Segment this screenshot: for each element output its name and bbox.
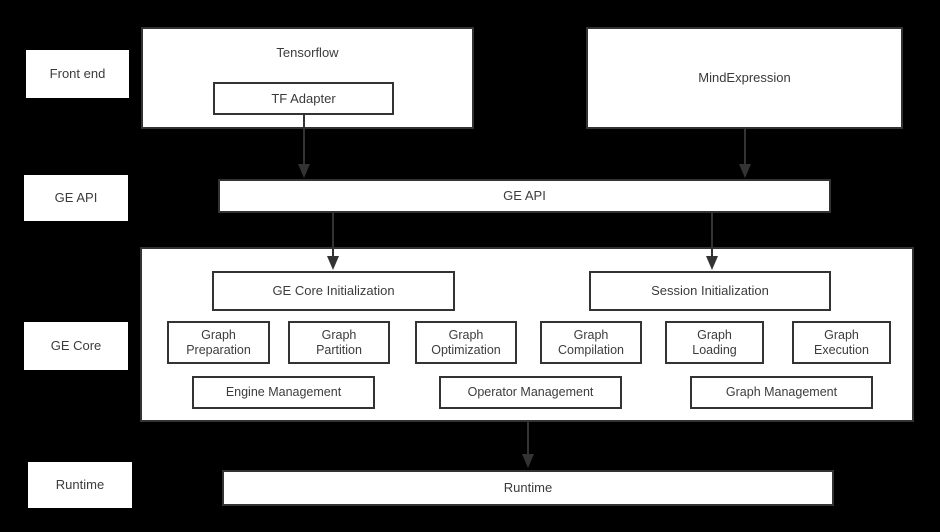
graph-partition-box[interactable]: Graph Partition (288, 321, 390, 364)
graph-partition-line2: Partition (316, 342, 362, 357)
graph-preparation-line2: Preparation (186, 342, 251, 357)
ge-core-container: GE Core Initialization Session Initializ… (140, 247, 914, 422)
runtime-bar[interactable]: Runtime (222, 470, 834, 506)
stage-label-ge-core: GE Core (24, 322, 128, 370)
graph-compilation-line1: Graph (573, 327, 609, 342)
graph-management-box[interactable]: Graph Management (690, 376, 873, 409)
graph-execution-line1: Graph (824, 327, 859, 342)
session-initialization-box[interactable]: Session Initialization (589, 271, 831, 311)
graph-execution-line2: Execution (814, 342, 869, 357)
graph-compilation-line2: Compilation (557, 342, 624, 357)
engine-management-box[interactable]: Engine Management (192, 376, 375, 409)
arrow-ge-core-to-runtime (522, 422, 534, 468)
graph-preparation-box[interactable]: Graph Preparation (167, 321, 270, 364)
arrow-ge-api-to-session-initialization (706, 212, 718, 270)
tensorflow-title: Tensorflow (276, 45, 339, 60)
tf-adapter-box[interactable]: TF Adapter (213, 82, 394, 115)
stage-label-runtime: Runtime (28, 462, 132, 508)
graph-optimization-box[interactable]: Graph Optimization (415, 321, 517, 364)
arrow-ge-api-to-ge-core-initialization (327, 212, 339, 270)
stage-label-ge-api: GE API (24, 175, 128, 221)
stage-label-front-end: Front end (26, 50, 129, 98)
graph-preparation-line1: Graph (201, 327, 236, 342)
graph-execution-box[interactable]: Graph Execution (792, 321, 891, 364)
ge-api-bar[interactable]: GE API (218, 179, 831, 213)
arrow-tf-adapter-to-ge-api (298, 114, 310, 178)
graph-optimization-line1: Graph (448, 327, 484, 342)
graph-loading-box[interactable]: Graph Loading (665, 321, 764, 364)
graph-optimization-line2: Optimization (431, 342, 501, 357)
graph-loading-line2: Loading (692, 342, 737, 357)
mindexpression-container[interactable]: MindExpression (586, 27, 903, 129)
operator-management-box[interactable]: Operator Management (439, 376, 622, 409)
graph-compilation-box[interactable]: Graph Compilation (540, 321, 642, 364)
arrow-mindexpression-to-ge-api (739, 128, 751, 178)
graph-partition-line1: Graph (321, 327, 357, 342)
graph-loading-line1: Graph (697, 327, 732, 342)
ge-core-initialization-box[interactable]: GE Core Initialization (212, 271, 455, 311)
